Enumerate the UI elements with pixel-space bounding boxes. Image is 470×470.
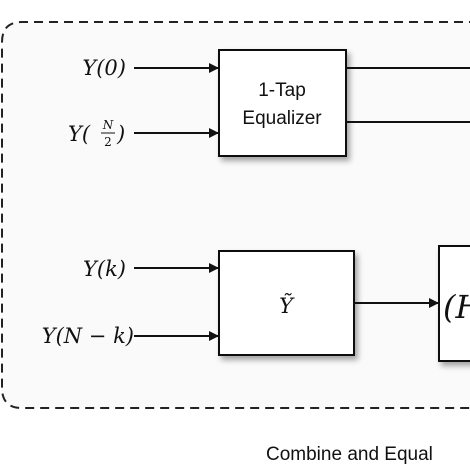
equalizer-label-line1: 1-Tap	[258, 80, 306, 101]
ytilde-block	[218, 250, 355, 356]
input-label-yk: Y(k)	[83, 257, 126, 281]
input-label-yN2: Y( N 2 )	[68, 118, 125, 149]
diagram-caption: Combine and Equal	[266, 444, 433, 465]
input-label-yNk: Y(N − k)	[42, 324, 134, 348]
equalizer-block	[218, 49, 347, 157]
ytilde-label: Ỹ	[279, 294, 295, 318]
svg-text:Y(: Y(	[68, 122, 91, 146]
svg-text:2: 2	[104, 135, 112, 149]
svg-text:): )	[116, 122, 125, 146]
input-label-y0: Y(0)	[82, 56, 126, 80]
svg-text:N: N	[102, 118, 114, 132]
partial-h-label: (H	[443, 288, 470, 326]
equalizer-label-line2: Equalizer	[242, 108, 322, 129]
partial-h-block	[438, 245, 470, 362]
